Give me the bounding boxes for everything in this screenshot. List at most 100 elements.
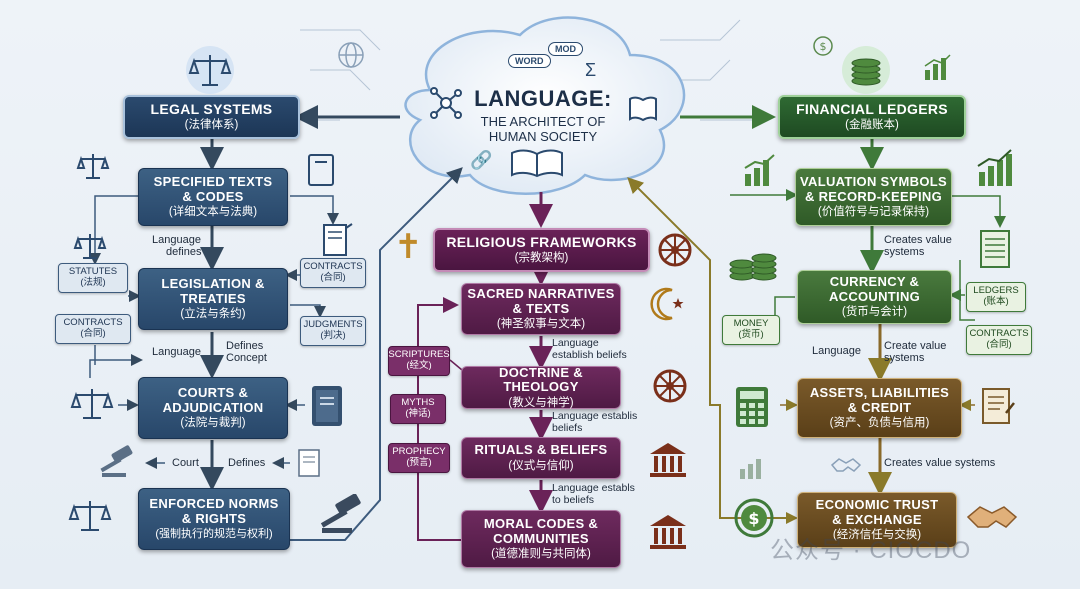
legal-label-language: Language [152, 346, 201, 358]
fin-node-4-line1: ECONOMIC TRUST [815, 497, 939, 513]
bar-chart-icon-small [738, 455, 766, 486]
book-icon [628, 96, 658, 127]
rel-label-2b: beliefs [552, 421, 583, 434]
fin-label-create-value-a: Create value [884, 340, 947, 352]
center-title-sub1: THE ARCHITECT OF [480, 114, 606, 129]
sigma-icon: Σ [585, 60, 597, 80]
ledger-sheet-icon [978, 228, 1014, 275]
calculator-icon [733, 385, 773, 434]
tag-prophecy: PROPHECY (预言) [388, 443, 450, 473]
center-title-sub2: HUMAN SOCIETY [488, 129, 598, 144]
handshake-icon [966, 497, 1018, 542]
finance-header-sub: (金融账本) [845, 119, 899, 132]
tag-contracts-right-sub: (合同) [320, 272, 346, 283]
fin-label-creates-value-systems: Creates value systems [884, 457, 996, 469]
word-bubble: WORD [508, 54, 551, 68]
legal-node-enforced-norms: ENFORCED NORMS & RIGHTS (强制执行的规范与权利) [138, 488, 290, 550]
tag-scriptures-sub: (经文) [406, 360, 432, 371]
fin-label-creates-value-1: Creates value systems [884, 234, 952, 258]
coin-stack-icon [838, 45, 894, 100]
dharma-wheel-icon-small [650, 366, 690, 411]
rel-label-2: Language establis beliefs [552, 410, 637, 434]
rel-label-3: Language establs to beliefs [552, 482, 635, 506]
legal-label-defines-2: Defines [226, 340, 264, 352]
document-pen-icon [320, 222, 354, 263]
legal-label-defines-concept: Defines Concept [226, 340, 267, 364]
legal-label-concept: Concept [226, 352, 267, 365]
rel-node-4-line2: COMMUNITIES [493, 530, 589, 546]
scales-icon-small [75, 150, 111, 187]
rel-node-2-line1: DOCTRINE & THEOLOGY [499, 364, 583, 395]
tag-scriptures: SCRIPTURES (经文) [388, 346, 450, 376]
chain-link-icon: 🔗 [470, 150, 493, 170]
legal-node-specified-texts: SPECIFIED TEXTS & CODES (详细文本与法典) [138, 168, 288, 226]
rel-node-4-sub: (道德准则与共同体) [491, 548, 591, 561]
tag-contracts-finance-sub: (合同) [986, 339, 1012, 350]
rel-label-1b: establish beliefs [552, 348, 627, 361]
tag-contracts-left: CONTRACTS (合同) [55, 314, 131, 344]
rel-node-2-sub: (教义与神学) [508, 396, 574, 409]
fin-node-2-sub: (货币与会计) [841, 306, 908, 319]
dollar-cycle-icon: $ [733, 497, 775, 544]
watermark: 公众号 · CIOCDO [770, 537, 972, 564]
fin-label-language: Language [812, 345, 861, 357]
religious-frameworks-header: RELIGIOUS FRAMEWORKS (宗教架构) [433, 228, 650, 272]
svg-text:$: $ [820, 40, 827, 53]
temple-icon-bottom [646, 512, 690, 557]
legal-node-2-line1: LEGISLATION & [161, 276, 265, 292]
center-cloud [404, 16, 686, 195]
network-node-icon [428, 85, 464, 126]
legal-node-4-line2: & RIGHTS [181, 510, 247, 526]
tag-statutes-title: STATUTES [68, 266, 118, 278]
religion-header-title: RELIGIOUS FRAMEWORKS [446, 233, 637, 250]
fin-node-3-line1: ASSETS, LIABILITIES [809, 385, 950, 401]
legal-node-legislation: LEGISLATION & TREATIES (立法与条约) [138, 268, 288, 330]
tag-prophecy-title: PROPHECY [392, 446, 446, 458]
tag-contracts-finance-title: CONTRACTS [969, 328, 1029, 340]
tag-judgments-title: JUDGMENTS [303, 319, 363, 331]
religion-node-moral-codes: MORAL CODES & COMMUNITIES (道德准则与共同体) [461, 510, 621, 568]
legal-node-2-sub: (立法与条约) [180, 308, 246, 321]
tag-statutes-sub: (法规) [80, 277, 106, 288]
legal-label-language-defines: Language defines [152, 234, 201, 258]
contract-scroll-icon [978, 385, 1018, 432]
rel-node-4-line1: MORAL CODES & [483, 516, 599, 532]
svg-text:$: $ [748, 509, 759, 528]
finance-node-economic-trust: ECONOMIC TRUST & EXCHANGE (经济信任与交换) [797, 492, 957, 548]
religion-node-doctrine: DOCTRINE & THEOLOGY (教义与神学) [461, 364, 621, 409]
fin-node-1-line1: VALUATION SYMBOLS [800, 174, 947, 190]
rel-node-3-sub: (仪式与信仰) [508, 459, 574, 472]
scales-icon-lower [70, 385, 114, 428]
tag-myths: MYTHS (神话) [390, 394, 446, 424]
center-title-main: LANGUAGE: [474, 86, 612, 111]
handshake-icon-small [830, 453, 862, 482]
cross-icon: ✝ [394, 228, 423, 266]
tag-contracts-left-title: CONTRACTS [63, 317, 123, 329]
tag-money-sub: (货币) [738, 329, 764, 340]
legal-systems-header: LEGAL SYSTEMS (法律体系) [123, 95, 300, 139]
fin-label-create-value: Create value systems [884, 340, 946, 364]
temple-icon [646, 440, 690, 485]
tag-judgments: JUDGMENTS (判决) [300, 316, 366, 346]
fin-label-creates-value-1b: systems [884, 246, 925, 259]
tag-ledgers-sub: (账本) [983, 296, 1009, 307]
scales-icon-bottom [68, 497, 112, 540]
tag-contracts-left-sub: (合同) [80, 328, 106, 339]
network-globe-icon [336, 40, 366, 75]
gavel-icon-large [318, 493, 366, 539]
rel-label-1a: Language [552, 337, 599, 349]
tag-myths-title: MYTHS [401, 397, 435, 409]
scales-icon-mid [72, 230, 108, 267]
tag-contracts-right-title: CONTRACTS [303, 261, 363, 273]
finance-node-valuation: VALUATION SYMBOLS & RECORD-KEEPING (价值符号… [795, 168, 952, 226]
legal-label-defines-1: defines [166, 246, 202, 259]
center-title: LANGUAGE: THE ARCHITECT OF HUMAN SOCIETY [468, 86, 618, 144]
finance-node-assets: ASSETS, LIABILITIES & CREDIT (资产、负债与信用) [797, 378, 962, 438]
legal-node-2-line2: TREATIES [180, 290, 246, 306]
book-outline-icon [305, 152, 339, 193]
coin-pile-icon [728, 240, 780, 289]
tag-ledgers-title: LEDGERS [973, 285, 1019, 297]
rel-label-3a: Language establs [552, 482, 635, 494]
legal-label-defines: Defines [228, 457, 266, 469]
legal-node-4-line1: ENFORCED NORMS [149, 496, 279, 512]
